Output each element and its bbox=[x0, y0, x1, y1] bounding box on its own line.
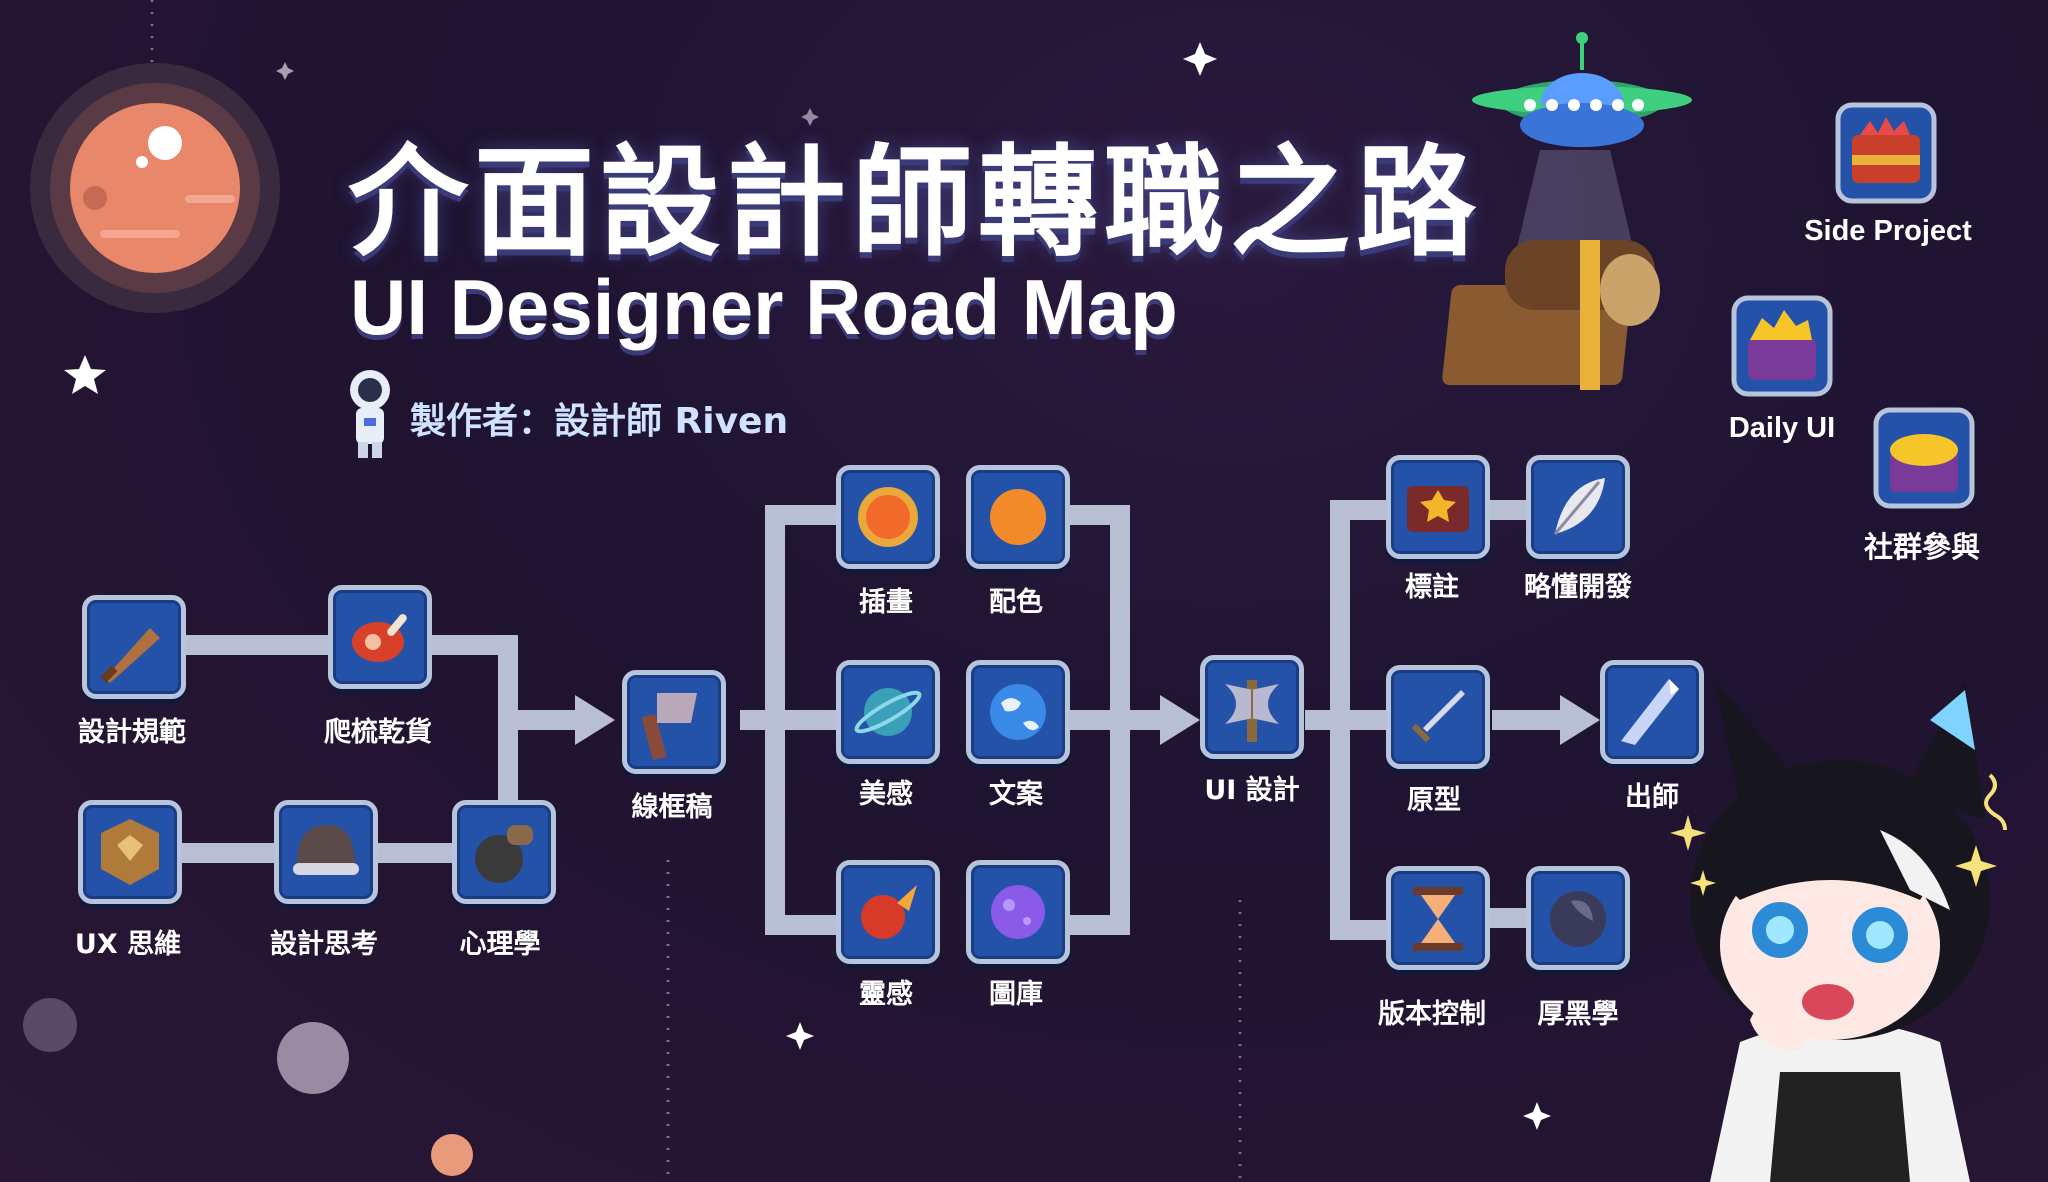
sparkle-icon bbox=[1690, 870, 1716, 896]
node-design-thinking[interactable] bbox=[274, 800, 378, 904]
orange-planet-icon bbox=[990, 489, 1046, 545]
node-label-copywriting: 文案 bbox=[989, 779, 1043, 810]
node-gallery[interactable] bbox=[966, 860, 1070, 964]
node-aesthetics[interactable] bbox=[836, 660, 940, 764]
node-label-crawl: 爬梳乾貨 bbox=[324, 717, 432, 748]
astronaut-icon bbox=[350, 370, 390, 458]
arrow-right-icon bbox=[1160, 695, 1200, 745]
ringed-planet-icon bbox=[854, 688, 922, 736]
crystal-blade-icon bbox=[1621, 679, 1679, 745]
deco-circle bbox=[23, 998, 77, 1052]
sparkle-icon bbox=[276, 62, 294, 80]
node-version-control[interactable] bbox=[1386, 866, 1490, 970]
book-icon bbox=[1407, 486, 1469, 532]
dotted-guides bbox=[150, 0, 1242, 1182]
shield-icon bbox=[101, 819, 159, 885]
sparkle-icon bbox=[786, 1022, 814, 1050]
node-design-spec[interactable] bbox=[82, 595, 186, 699]
node-label-version-control: 版本控制 bbox=[1378, 999, 1486, 1030]
meteor-icon bbox=[861, 885, 917, 939]
node-illustration[interactable] bbox=[836, 465, 940, 569]
sparkle-icon bbox=[1183, 42, 1217, 76]
arrow-right-icon bbox=[1560, 695, 1600, 745]
treasure-chest-illustration bbox=[1442, 240, 1660, 390]
node-label-dev-basics: 略懂開發 bbox=[1524, 572, 1632, 603]
helmet-icon bbox=[293, 825, 359, 875]
node-label-ui-design: UI 設計 bbox=[1204, 775, 1300, 806]
node-psychology[interactable] bbox=[452, 800, 556, 904]
reward-community-icon bbox=[1873, 407, 1975, 509]
node-label-wireframe: 線框稿 bbox=[631, 792, 713, 823]
node-wireframe[interactable] bbox=[622, 670, 726, 774]
node-inspiration[interactable] bbox=[836, 860, 940, 964]
node-label-graduate: 出師 bbox=[1625, 782, 1679, 813]
squiggle-icon bbox=[1984, 773, 2007, 831]
feather-icon bbox=[1553, 478, 1605, 535]
star-icon bbox=[64, 355, 106, 394]
node-label-gallery: 圖庫 bbox=[989, 979, 1043, 1010]
dark-helmet-icon bbox=[1550, 891, 1606, 947]
node-label-illustration: 插畫 bbox=[859, 587, 913, 618]
node-label-ux-thinking: UX 思維 bbox=[74, 929, 182, 960]
reward-daily-ui-icon bbox=[1731, 295, 1833, 397]
node-ux-thinking[interactable] bbox=[78, 800, 182, 904]
sparkles bbox=[1670, 815, 1997, 896]
page-title-english: UI Designer Road Map bbox=[350, 263, 1178, 351]
earth-icon bbox=[990, 684, 1046, 740]
node-label-thick-black: 厚黑學 bbox=[1537, 999, 1619, 1030]
dagger-icon bbox=[1411, 690, 1465, 743]
node-graduate[interactable] bbox=[1600, 660, 1704, 764]
arrowheads bbox=[575, 695, 1600, 745]
gauntlet-icon bbox=[475, 825, 533, 883]
meat-icon bbox=[352, 614, 407, 662]
node-label-annotation: 標註 bbox=[1405, 572, 1459, 603]
node-label-color: 配色 bbox=[989, 587, 1043, 618]
reward-label-community: 社群參與 bbox=[1863, 530, 1981, 564]
page-title-chinese: 介面設計師轉職之路 bbox=[348, 134, 1482, 273]
node-label-design-thinking: 設計思考 bbox=[270, 929, 378, 960]
author-credit: 製作者：設計師 Riven bbox=[410, 401, 789, 442]
node-label-psychology: 心理學 bbox=[459, 929, 541, 960]
node-prototype[interactable] bbox=[1386, 665, 1490, 769]
planet-illustration bbox=[30, 63, 280, 313]
mascot-character-illustration bbox=[1690, 680, 1990, 1182]
arrow-right-icon bbox=[575, 695, 615, 745]
node-color[interactable] bbox=[966, 465, 1070, 569]
node-label-prototype: 原型 bbox=[1407, 785, 1461, 816]
sun-planet-icon bbox=[858, 487, 918, 547]
node-ui-design[interactable] bbox=[1200, 655, 1304, 759]
node-copywriting[interactable] bbox=[966, 660, 1070, 764]
node-label-inspiration: 靈感 bbox=[859, 979, 913, 1010]
connectors bbox=[176, 500, 1560, 940]
hourglass-icon bbox=[1413, 887, 1463, 951]
node-label-design-spec: 設計規範 bbox=[78, 717, 186, 748]
purple-planet-icon bbox=[991, 885, 1045, 939]
hammer-icon bbox=[641, 693, 697, 761]
node-label-aesthetics: 美感 bbox=[859, 779, 913, 810]
reward-label-side-project: Side Project bbox=[1804, 215, 1972, 247]
node-dev-basics[interactable] bbox=[1526, 455, 1630, 559]
background-stars bbox=[64, 42, 1551, 1130]
sword-icon bbox=[100, 628, 160, 683]
deco-circle bbox=[277, 1022, 349, 1094]
node-annotation[interactable] bbox=[1386, 455, 1490, 559]
sparkle-icon bbox=[1955, 845, 1997, 887]
deco-circle bbox=[431, 1134, 473, 1176]
sparkle-icon bbox=[1523, 1102, 1551, 1130]
sparkle-icon bbox=[801, 108, 819, 126]
node-crawl[interactable] bbox=[328, 585, 432, 689]
axe-icon bbox=[1225, 680, 1279, 742]
reward-side-project-icon bbox=[1835, 102, 1937, 204]
node-thick-black[interactable] bbox=[1526, 866, 1630, 970]
sparkle-icon bbox=[1670, 815, 1706, 851]
reward-label-daily-ui: Daily UI bbox=[1728, 412, 1836, 444]
